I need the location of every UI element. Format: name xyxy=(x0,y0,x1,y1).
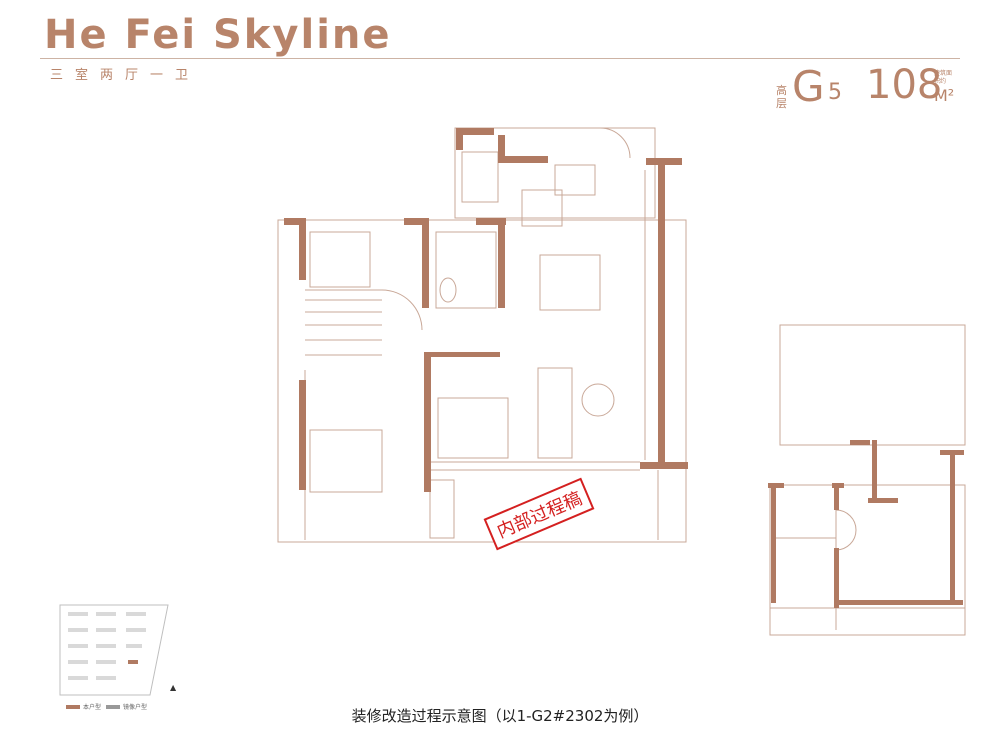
plan-outline xyxy=(277,219,687,543)
legend-label: 镜像户型 xyxy=(123,705,148,711)
page-title: He Fei Skyline xyxy=(44,12,392,58)
dining-table xyxy=(539,254,601,311)
legend-item-own-unit: 本户型 xyxy=(66,702,101,711)
secondary-plan-area xyxy=(779,324,966,446)
wall-segment xyxy=(658,158,665,468)
bathroom xyxy=(435,231,497,309)
wall-segment xyxy=(284,218,306,225)
tower-number: 5 xyxy=(828,80,842,105)
tower-letter: G xyxy=(792,62,825,111)
wall-segment xyxy=(456,128,463,150)
sink xyxy=(554,164,596,196)
legend-swatch-icon xyxy=(66,704,80,709)
area-unit: M² xyxy=(934,86,955,105)
wall-segment xyxy=(640,462,688,469)
wall-segment xyxy=(456,128,494,135)
area-value: 108 xyxy=(866,62,943,108)
wall-segment xyxy=(404,218,429,225)
wall-segment xyxy=(476,218,506,225)
wall-segment xyxy=(422,218,429,308)
wall-segment xyxy=(430,352,500,357)
wall-segment xyxy=(498,218,505,308)
sofa xyxy=(537,367,573,459)
wall-segment xyxy=(299,218,306,280)
tower-prefix: 高层 xyxy=(776,84,787,110)
wall-segment xyxy=(299,380,306,490)
north-arrow-icon: ▲ xyxy=(170,683,177,692)
bed-small xyxy=(309,231,371,288)
bed-second xyxy=(437,397,509,459)
site-key-plan xyxy=(59,604,169,696)
highlighted-unit-marker xyxy=(128,660,138,664)
legend-label: 本户型 xyxy=(83,705,102,711)
figure-caption: 装修改造过程示意图（以1-G2#2302为例） xyxy=(351,707,649,725)
kitchen-outline xyxy=(454,127,656,219)
wall-segment xyxy=(498,135,505,163)
utility xyxy=(461,151,499,203)
secondary-plan-outline xyxy=(769,484,966,636)
wall-segment xyxy=(424,352,431,492)
legend-item-mirror-unit: 镜像户型 xyxy=(106,702,147,711)
wall-segment xyxy=(498,156,548,163)
title-divider xyxy=(40,58,960,59)
legend-swatch-icon xyxy=(106,704,120,709)
area-note: 建筑面积约 xyxy=(934,70,953,85)
balcony-storage xyxy=(429,479,455,539)
unit-type-subtitle: 三室两厅一卫 xyxy=(50,68,201,83)
bed-master xyxy=(309,429,383,493)
stove xyxy=(521,189,563,227)
